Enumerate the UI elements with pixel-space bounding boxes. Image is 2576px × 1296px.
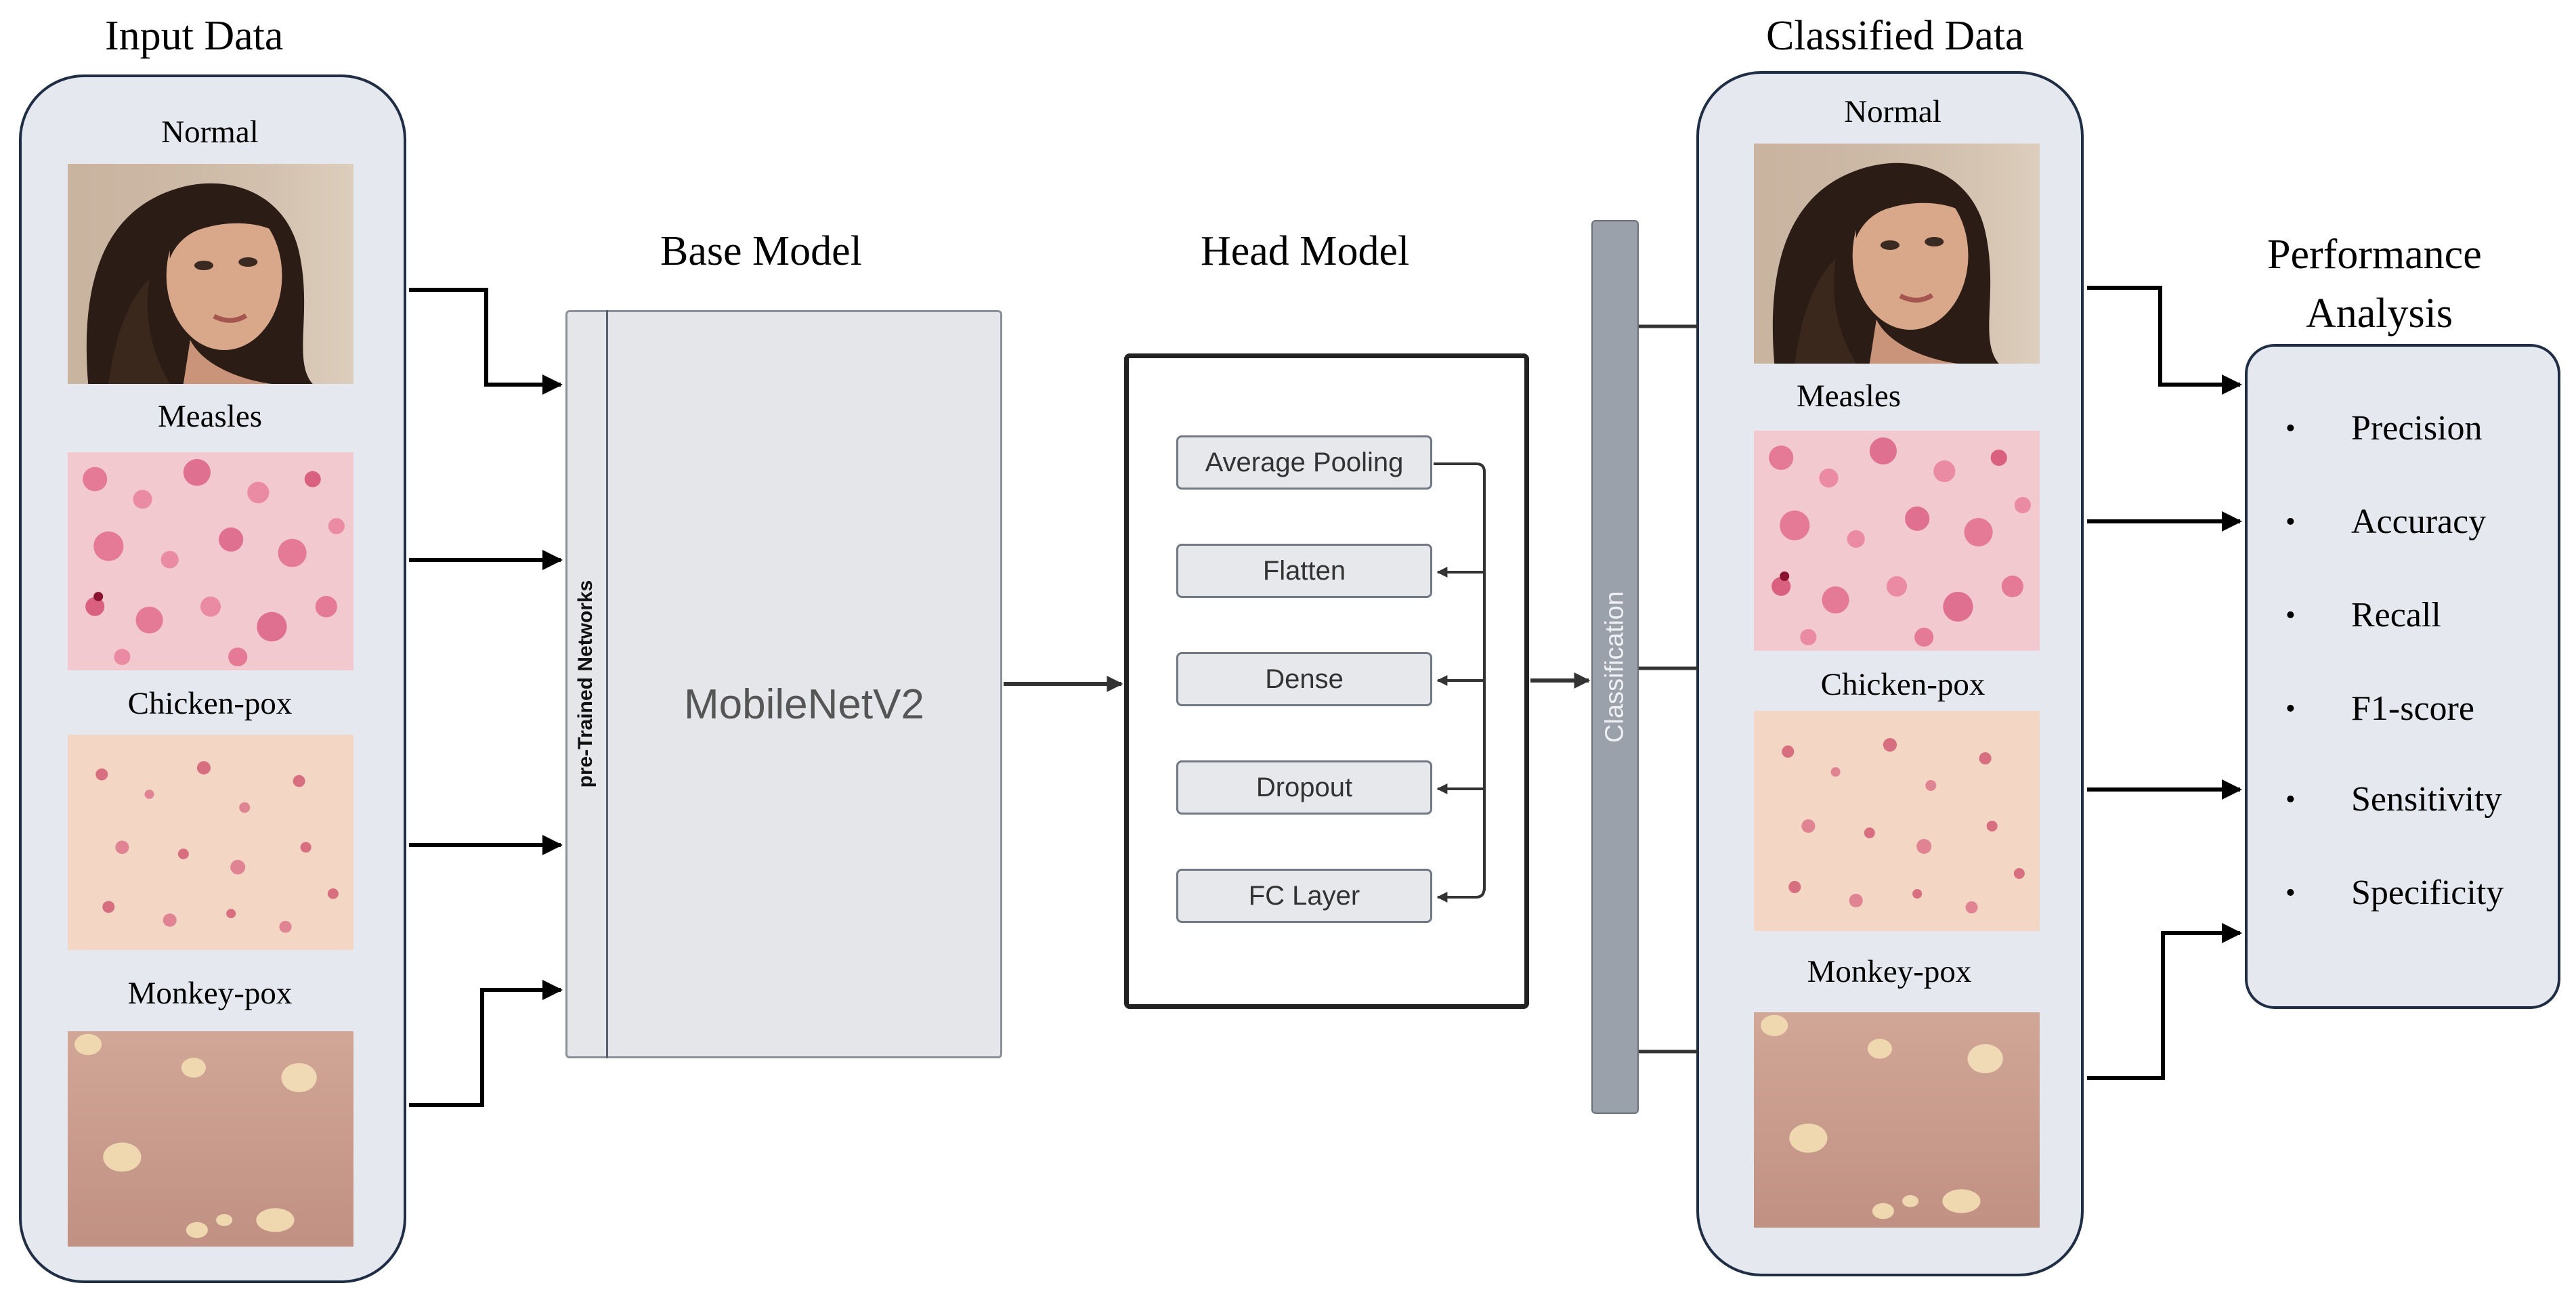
performance-title-line1: Performance (2267, 232, 2482, 278)
arrow-input-monkeypox (409, 980, 563, 1107)
metric-sensitivity: Sensitivity (2351, 780, 2502, 819)
arrow-output-normal (2087, 286, 2242, 395)
output-label-chickenpox: Chicken-pox (1820, 667, 1985, 702)
bullet-precision: • (2285, 413, 2296, 444)
layer-dropout: Dropout (1176, 760, 1432, 815)
metric-precision: Precision (2351, 409, 2483, 448)
input-label-measles: Measles (157, 399, 262, 434)
classified-data-title: Classified Data (1766, 13, 2024, 59)
arrow-to-fc (1436, 886, 1486, 903)
bullet-accuracy: • (2285, 506, 2296, 538)
performance-title-line2: Analysis (2306, 290, 2453, 337)
layer-dense: Dense (1176, 652, 1432, 706)
mobilenetv2-label: MobileNetV2 (684, 681, 924, 728)
classification-bar (1591, 220, 1639, 1114)
input-label-chickenpox: Chicken-pox (127, 686, 293, 721)
performance-panel (2245, 344, 2560, 1009)
output-label-monkeypox: Monkey-pox (1807, 954, 1972, 989)
input-label-monkeypox: Monkey-pox (127, 976, 293, 1011)
arrow-input-normal (409, 288, 563, 395)
metric-f1score: F1-score (2351, 689, 2474, 728)
head-bracket (1434, 462, 1486, 890)
layer-flatten: Flatten (1176, 544, 1432, 598)
bullet-recall: • (2285, 600, 2296, 631)
input-label-normal: Normal (161, 114, 259, 150)
base-model-box (565, 310, 1002, 1058)
bullet-f1score: • (2285, 693, 2296, 725)
pretrained-divider (606, 310, 608, 1058)
input-data-title: Input Data (105, 13, 284, 59)
bullet-sensitivity: • (2285, 784, 2296, 815)
layer-fc: FC Layer (1176, 869, 1432, 923)
base-model-title: Base Model (660, 228, 862, 274)
arrow-output-monkeypox (2087, 923, 2242, 1080)
metric-accuracy: Accuracy (2351, 502, 2487, 541)
metric-specificity: Specificity (2351, 873, 2504, 912)
bullet-specificity: • (2285, 878, 2296, 909)
layer-average-pooling: Average Pooling (1176, 435, 1432, 490)
metric-recall: Recall (2351, 596, 2441, 634)
output-label-normal: Normal (1844, 94, 1941, 129)
head-model-title: Head Model (1201, 228, 1410, 274)
output-label-measles: Measles (1796, 379, 1901, 414)
